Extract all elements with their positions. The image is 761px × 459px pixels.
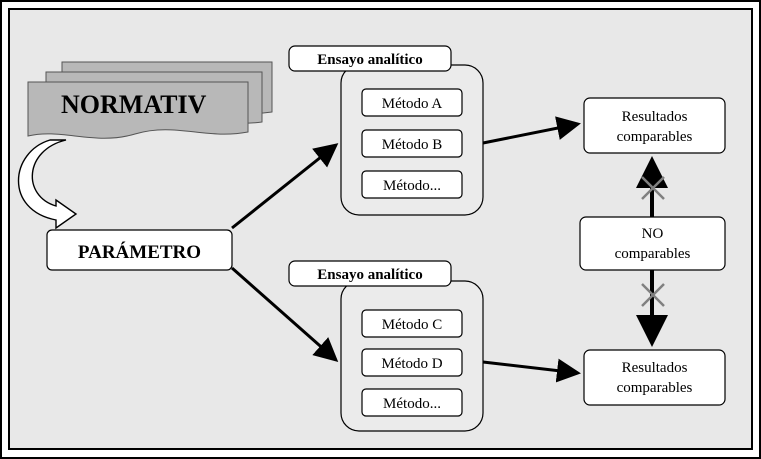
arrow-parametro-to-ensayo-bottom <box>231 266 339 362</box>
normative-document-stack: NORMATIV <box>27 61 273 139</box>
method-bottom-more-label: Método... <box>383 396 441 412</box>
curved-arrow-icon <box>18 139 78 230</box>
method-bottom-more-box <box>361 388 463 417</box>
method-a-box <box>361 88 463 117</box>
ensayo-bottom-title-box <box>288 260 452 287</box>
result-top-box <box>583 97 726 154</box>
method-b-box <box>361 129 463 158</box>
method-top-more-label: Método... <box>383 178 441 194</box>
ensayo-bottom-group: Ensayo analítico Método C Método D Métod… <box>288 260 484 432</box>
result-bottom-line2: comparables <box>617 380 693 396</box>
no-comparables-box <box>579 216 726 271</box>
result-top-line1: Resultados <box>622 109 688 125</box>
ensayo-bottom-title: Ensayo analítico <box>317 267 422 283</box>
no-comparables-line2: comparables <box>615 246 691 262</box>
result-bottom-box <box>583 349 726 406</box>
method-c-box <box>361 309 463 338</box>
ensayo-top-title-box <box>288 45 452 72</box>
method-c-label: Método C <box>382 317 442 333</box>
normative-doc-front <box>27 81 249 139</box>
x-mark-icon <box>641 283 665 307</box>
parametro-label: PARÁMETRO <box>78 241 201 263</box>
method-top-more-box <box>361 170 463 199</box>
ensayo-top-group: Ensayo analítico Método A Método B Métod… <box>288 45 484 216</box>
x-mark-icon <box>641 176 665 200</box>
method-b-label: Método B <box>382 137 442 153</box>
arrow-parametro-to-ensayo-top <box>231 143 339 230</box>
arrow-ensayo-top-to-result <box>482 116 581 145</box>
no-comparables-line1: NO <box>642 226 664 242</box>
parametro-box <box>46 229 233 271</box>
result-bottom-line1: Resultados <box>622 360 688 376</box>
method-d-label: Método D <box>381 356 442 372</box>
arrow-ensayo-bottom-to-result <box>482 358 581 383</box>
normative-label: NORMATIV <box>61 90 207 119</box>
method-d-box <box>361 348 463 377</box>
result-top-line2: comparables <box>617 129 693 145</box>
ensayo-top-title: Ensayo analítico <box>317 52 422 68</box>
method-a-label: Método A <box>382 96 443 112</box>
